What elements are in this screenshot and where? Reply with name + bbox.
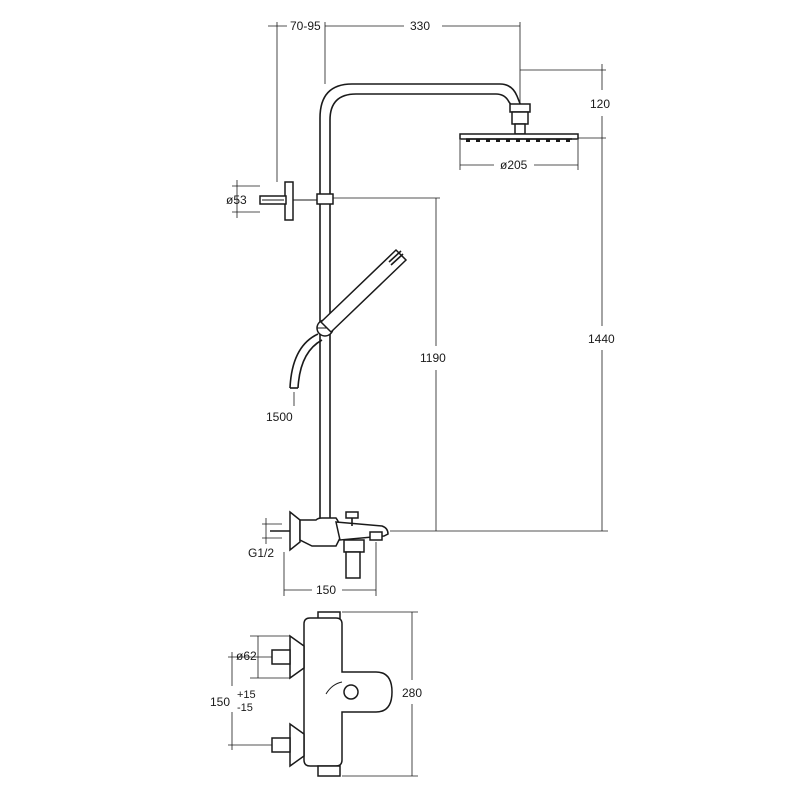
- wall-bracket: [259, 181, 334, 221]
- arm-swivel-connector: [509, 103, 531, 135]
- overhead-shower-head: [459, 133, 579, 142]
- mixer-depth-dimension: 150: [283, 542, 377, 597]
- arm-length-label: 330: [410, 19, 430, 33]
- centres-dimension: 150 +15 -15: [210, 652, 272, 750]
- total-height-dimension: 1440: [390, 138, 615, 532]
- bracket-height-dimension: 1190: [333, 197, 446, 531]
- arm-length-dimension: 330: [324, 19, 521, 104]
- wall-offset-dimension: 70-95: [268, 19, 321, 182]
- bath-mixer-side-view: [270, 510, 389, 579]
- mixer-depth-label: 150: [316, 583, 336, 597]
- hose-length-dimension: 1500: [266, 392, 295, 424]
- escutcheon-diameter-dimension: ø62: [236, 635, 290, 679]
- head-diameter-dimension: ø205: [459, 140, 579, 172]
- mixer-height-label: 280: [402, 686, 422, 700]
- head-drop-label: 120: [590, 97, 610, 111]
- head-diameter-label: ø205: [500, 158, 528, 172]
- centres-tol-plus-label: +15: [237, 689, 256, 701]
- centres-nominal-label: 150: [210, 695, 230, 709]
- total-height-label: 1440: [588, 332, 615, 346]
- centres-tol-minus-label: -15: [237, 702, 253, 714]
- inlet-thread-dimension: G1/2: [248, 518, 282, 560]
- bath-mixer-front-view: [271, 611, 393, 777]
- inlet-thread-label: G1/2: [248, 546, 274, 560]
- escutcheon-diameter-label: ø62: [236, 649, 257, 663]
- shower-hose: [289, 333, 323, 389]
- bracket-diameter-label: ø53: [226, 193, 247, 207]
- head-drop-dimension: 120: [520, 64, 610, 139]
- shower-riser-pipe: [319, 83, 522, 520]
- wall-offset-label: 70-95: [290, 19, 321, 33]
- handshower: [319, 248, 408, 334]
- mixer-height-dimension: 280: [342, 611, 422, 777]
- bracket-diameter-dimension: ø53: [226, 180, 260, 218]
- bracket-height-label: 1190: [420, 351, 446, 365]
- hose-length-label: 1500: [266, 410, 293, 424]
